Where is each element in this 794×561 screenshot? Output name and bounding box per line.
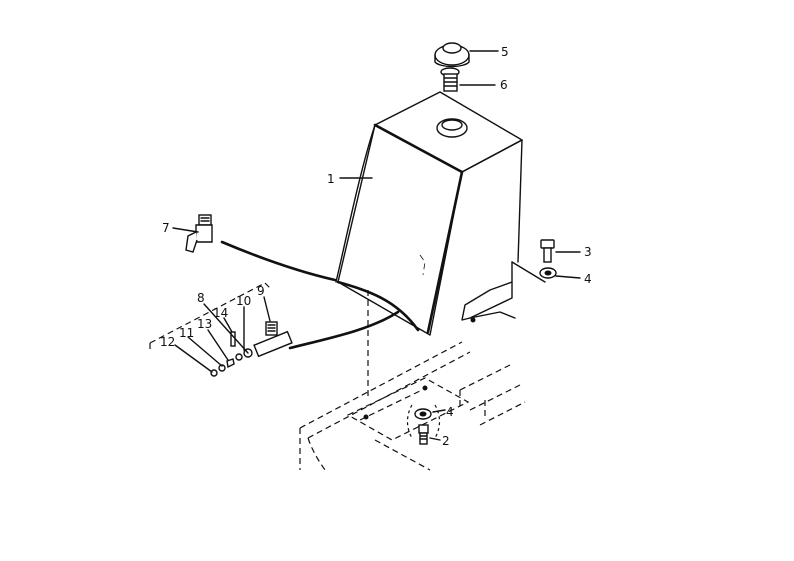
fuel-line-lower [288, 310, 400, 350]
fitting-assembly [149, 282, 293, 377]
fuel-line-upper [220, 240, 337, 282]
callout-13: 13 [197, 317, 212, 331]
callout-6: 6 [500, 78, 508, 92]
washer-lower [414, 408, 432, 420]
frame-panel [299, 290, 526, 471]
callout-1: 1 [327, 172, 335, 186]
callout-4a: 4 [584, 272, 592, 286]
callout-12: 12 [160, 335, 175, 349]
callout-3: 3 [584, 245, 592, 259]
strainer [440, 67, 460, 92]
fuel-tank [335, 91, 546, 336]
callout-7: 7 [162, 221, 170, 235]
bolt-part-3 [540, 239, 555, 263]
callout-5: 5 [501, 45, 509, 59]
callout-11: 11 [179, 326, 194, 340]
callout-10: 10 [236, 294, 251, 308]
fuel-tap [185, 214, 213, 253]
callout-4b: 4 [446, 405, 454, 419]
bolt-part-2 [418, 424, 429, 445]
callout-2: 2 [442, 434, 450, 448]
callout-14: 14 [213, 306, 228, 320]
callout-9: 9 [257, 284, 265, 298]
callout-8: 8 [197, 291, 205, 305]
leader-lines [172, 50, 581, 441]
fuel-cap [434, 42, 470, 68]
callout-labels: 1 2 3 4 4 5 6 7 8 9 10 11 12 13 14 [160, 45, 592, 448]
washer-part-4 [539, 267, 557, 279]
